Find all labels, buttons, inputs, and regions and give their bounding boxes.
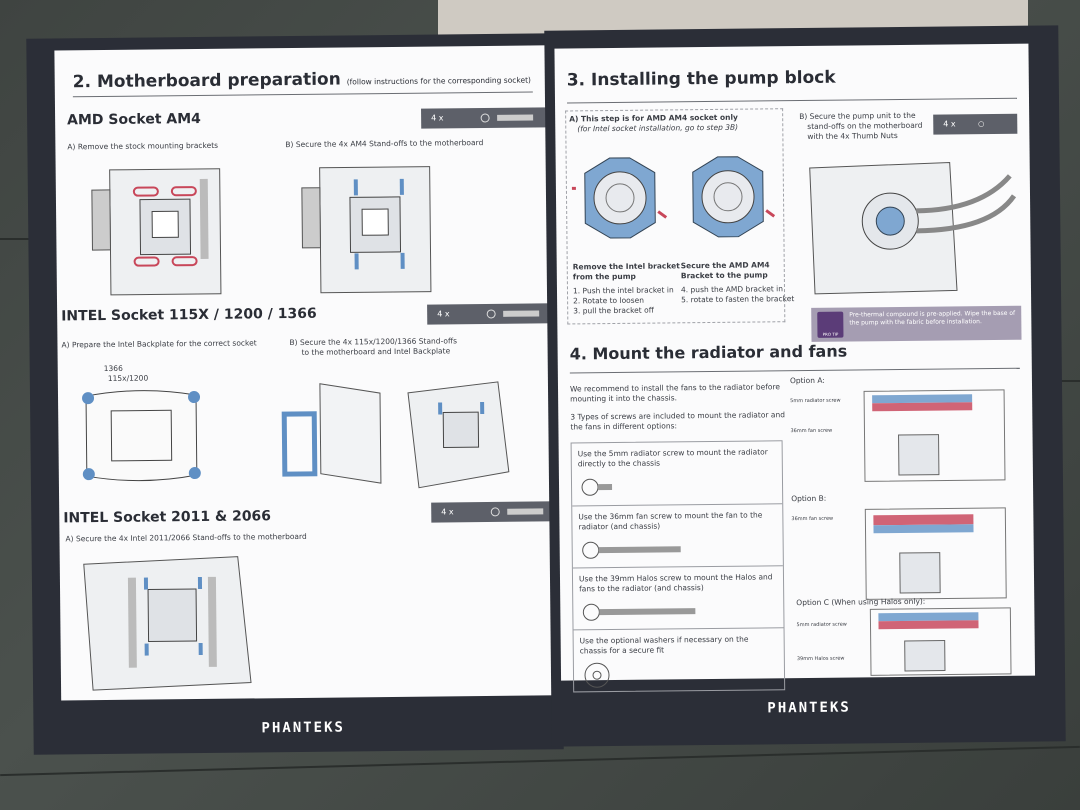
option-b-radiator-illustration bbox=[864, 507, 1007, 600]
intel-2011-title: INTEL Socket 2011 & 2066 bbox=[63, 508, 272, 527]
screw-36mm-line1: Use the 36mm fan screw to mount the fan … bbox=[578, 510, 763, 522]
section-title-motherboard: 2. Motherboard preparation (follow instr… bbox=[72, 69, 532, 93]
floor-tile-line bbox=[1050, 380, 1080, 382]
label-115x: 115x/1200 bbox=[107, 373, 149, 383]
pump-step-b-line3: with the 4x Thumb Nuts bbox=[807, 131, 898, 141]
title-rule bbox=[72, 91, 533, 98]
section-note: (follow instructions for the correspondi… bbox=[346, 75, 532, 87]
manual-left-page: 2. Motherboard preparation (follow instr… bbox=[26, 33, 564, 755]
screw-5mm-line2: directly to the chassis bbox=[577, 458, 661, 469]
pro-tip-text: Pre-thermal compound is pre-applied. Wip… bbox=[849, 309, 1016, 327]
fan-screw-icon bbox=[582, 541, 681, 559]
halos-screw-icon bbox=[582, 603, 696, 621]
amd-standoff-qty: 4 x bbox=[421, 107, 548, 129]
secure-bracket-title-line2: Bracket to the pump bbox=[680, 270, 768, 281]
pump-step-a-line2: (for Intel socket installation, go to st… bbox=[577, 122, 739, 134]
title-rule bbox=[567, 97, 1018, 104]
option-c-label-5mm: 5mm radiator screw bbox=[796, 621, 847, 629]
screw-36mm-line2: radiator (and chassis) bbox=[578, 521, 661, 532]
qty-label: 4 x bbox=[437, 309, 450, 319]
pump-remove-intel-bracket-illustration bbox=[571, 157, 668, 239]
intel-2011-motherboard-illustration bbox=[83, 556, 252, 691]
recommend-line2: mounting it into the chassis. bbox=[570, 393, 678, 404]
option-a-label-36mm: 36mm fan screw bbox=[790, 427, 833, 435]
left-page-paper: 2. Motherboard preparation (follow instr… bbox=[54, 45, 558, 701]
intel-backplate-exploded-illustration bbox=[281, 383, 382, 484]
washer-row: Use the optional washers if necessary on… bbox=[573, 627, 785, 693]
washer-line1: Use the optional washers if necessary on… bbox=[579, 634, 749, 646]
intel-115x-step-a: A) Prepare the Intel Backplate for the c… bbox=[61, 338, 257, 350]
screw-39mm-line2: fans to the radiator (and chassis) bbox=[579, 583, 704, 594]
secure-step-5: 5. rotate to fasten the bracket bbox=[681, 294, 795, 305]
qty-label: 4 x bbox=[441, 507, 454, 517]
manual-right-page: 3. Installing the pump block A) This ste… bbox=[544, 25, 1066, 747]
remove-step-1: 1. Push the intel bracket in bbox=[572, 285, 674, 296]
qty-label: 4 x bbox=[943, 119, 956, 129]
option-a-label-5mm: 5mm radiator screw bbox=[790, 397, 841, 405]
screw-row-5mm: Use the 5mm radiator screw to mount the … bbox=[572, 441, 783, 505]
thumb-nut-icon bbox=[978, 121, 985, 127]
section-title-pump: 3. Installing the pump block bbox=[566, 67, 836, 91]
brand-logo-left: PHANTEKS bbox=[261, 719, 346, 737]
screw-types-line2: the fans in different options: bbox=[570, 421, 678, 432]
option-a-radiator-illustration bbox=[863, 389, 1006, 482]
label-1366: 1366 bbox=[103, 363, 123, 374]
section-title-radiator: 4. Mount the radiator and fans bbox=[569, 341, 848, 364]
screw-options-table: Use the 5mm radiator screw to mount the … bbox=[570, 440, 786, 693]
remove-bracket-title-line2: from the pump bbox=[572, 271, 636, 282]
screw-row-36mm: Use the 36mm fan screw to mount the fan … bbox=[572, 503, 783, 569]
option-c-label-39mm: 39mm Halos screw bbox=[796, 655, 845, 663]
option-a-label: Option A: bbox=[789, 375, 825, 386]
intel-backplate-illustration bbox=[82, 390, 201, 482]
washer-icon bbox=[584, 662, 610, 688]
intel-115x-standoff-qty: 4 x bbox=[427, 303, 554, 325]
option-c-radiator-illustration bbox=[869, 607, 1012, 676]
screw-row-39mm: Use the 39mm Halos screw to mount the Ha… bbox=[572, 565, 784, 631]
pro-tip-banner: PRO TIP Pre-thermal compound is pre-appl… bbox=[811, 305, 1022, 342]
pump-on-motherboard-illustration bbox=[809, 161, 1017, 295]
amd-motherboard-illustration-b bbox=[301, 166, 432, 294]
right-page-paper: 3. Installing the pump block A) This ste… bbox=[554, 43, 1036, 693]
title-rule bbox=[569, 367, 1020, 374]
pump-secure-amd-bracket-illustration bbox=[692, 156, 776, 238]
thumb-nut-qty: 4 x bbox=[933, 113, 1018, 135]
screw-5mm-line1: Use the 5mm radiator screw to mount the … bbox=[577, 447, 768, 459]
washer-line2: chassis for a secure fit bbox=[579, 645, 665, 656]
standoff-icon bbox=[486, 309, 540, 319]
amd-socket-title: AMD Socket AM4 bbox=[67, 110, 201, 129]
option-b-label-36mm: 36mm fan screw bbox=[791, 515, 834, 523]
standoff-icon bbox=[480, 113, 534, 123]
option-b-label: Option B: bbox=[791, 493, 827, 504]
pro-tip-label: PRO TIP bbox=[822, 331, 839, 337]
intel-115x-title: INTEL Socket 115X / 1200 / 1366 bbox=[61, 305, 317, 325]
amd-step-b: B) Secure the 4x AM4 Stand-offs to the m… bbox=[285, 138, 484, 150]
qty-label: 4 x bbox=[431, 113, 444, 123]
floor-tile-line bbox=[0, 238, 40, 240]
intel-2011-step-a: A) Secure the 4x Intel 2011/2066 Stand-o… bbox=[65, 531, 307, 544]
intel-motherboard-illustration bbox=[407, 381, 510, 489]
intel-115x-step-b-line2: to the motherboard and Intel Backplate bbox=[301, 346, 451, 357]
brand-logo-right: PHANTEKS bbox=[767, 699, 851, 717]
amd-motherboard-illustration-a bbox=[91, 168, 222, 296]
remove-step-3: 3. pull the bracket off bbox=[573, 305, 654, 316]
standoff-icon bbox=[490, 507, 544, 517]
intel-2011-standoff-qty: 4 x bbox=[431, 501, 558, 523]
radiator-screw-icon bbox=[581, 478, 613, 496]
screw-types-line1: 3 Types of screws are included to mount … bbox=[570, 410, 786, 422]
amd-step-a: A) Remove the stock mounting brackets bbox=[67, 140, 219, 152]
